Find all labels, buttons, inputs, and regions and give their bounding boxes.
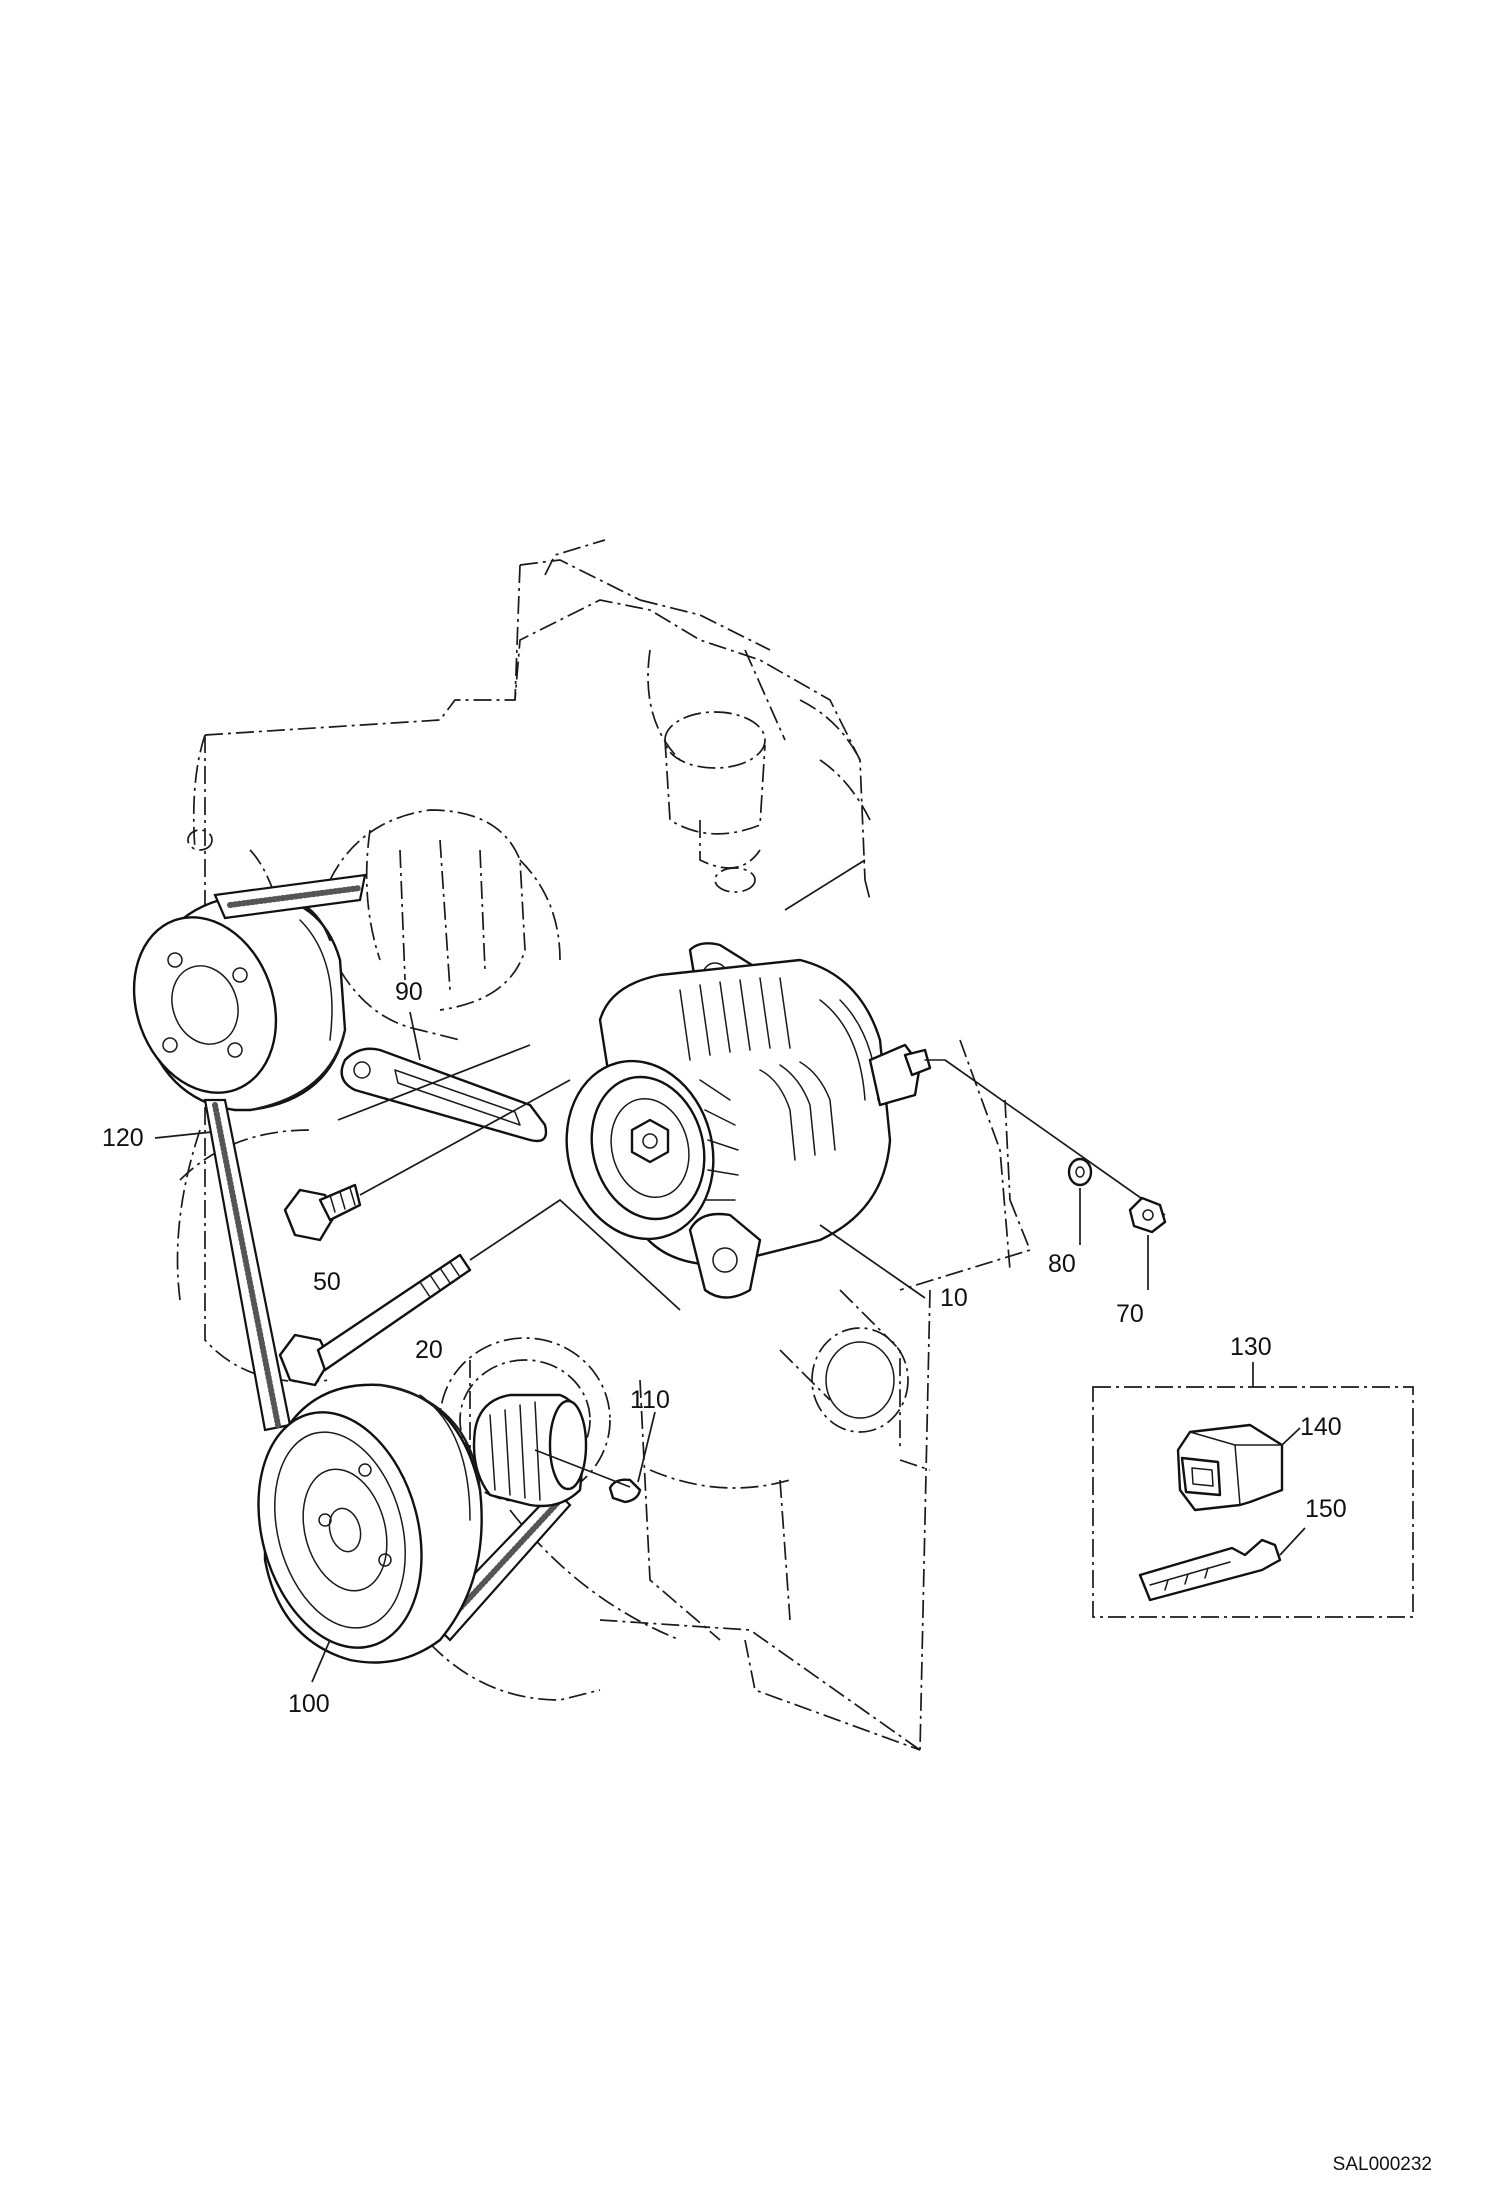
callout-10: 10 — [940, 1284, 968, 1312]
callout-90: 90 — [395, 978, 423, 1006]
crankshaft-pulley — [257, 1383, 483, 1683]
callout-120: 120 — [102, 1124, 144, 1152]
reference-code: SAL000232 — [1332, 2154, 1432, 2175]
washer-80 — [944, 1059, 1166, 1245]
water-pump-outline — [187, 809, 561, 1041]
plug-outline — [811, 1327, 909, 1433]
crankshaft-key-110 — [472, 1393, 656, 1508]
nut-70 — [1128, 1196, 1167, 1290]
callout-110: 110 — [630, 1386, 670, 1414]
callout-140: 140 — [1300, 1413, 1342, 1441]
bolt-20 — [278, 1198, 681, 1387]
callout-100: 100 — [288, 1690, 330, 1718]
callout-130: 130 — [1230, 1333, 1272, 1361]
alternator — [565, 859, 946, 1299]
adjusting-bar — [337, 1044, 548, 1143]
callout-20: 20 — [415, 1336, 443, 1364]
callout-70: 70 — [1116, 1300, 1144, 1328]
callout-50: 50 — [313, 1268, 341, 1296]
leader-90 — [409, 1011, 421, 1061]
callout-150: 150 — [1305, 1495, 1347, 1523]
callout-labels: 10 20 50 70 80 90 100 110 120 130 140 15… — [102, 978, 1347, 1718]
callout-80: 80 — [1048, 1250, 1076, 1278]
connector-kit-box — [1092, 1362, 1414, 1618]
oil-filler-outline — [647, 649, 871, 893]
leader-120 — [154, 1131, 213, 1139]
bolt-50 — [283, 1079, 571, 1242]
water-pump-pulley — [132, 892, 347, 1112]
